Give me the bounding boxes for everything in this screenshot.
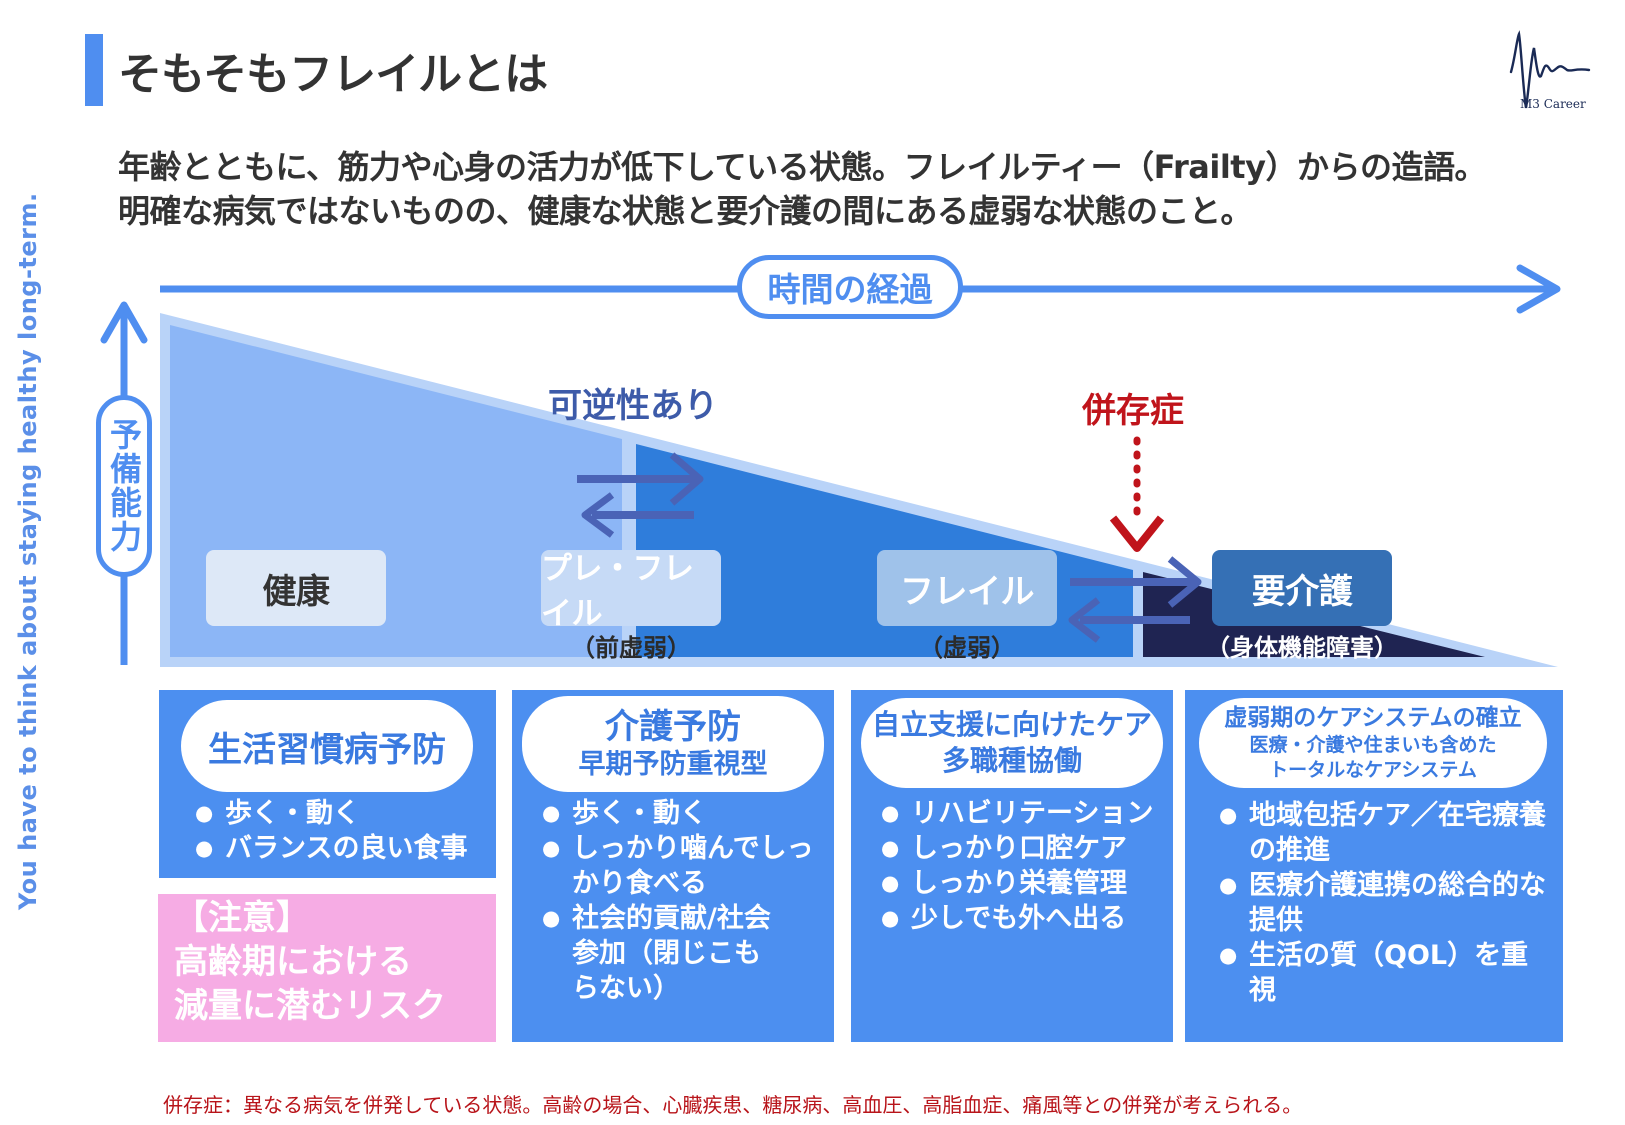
panel-independence-list: リハビリテーション しっかり口腔ケア しっかり栄養管理 少しでも外へ出る: [881, 796, 1169, 936]
caution-note-line-2: 高齢期における: [174, 942, 412, 982]
panel-independence-title: 自立支援に向けたケア: [871, 708, 1152, 741]
stage-care: 要介護: [1212, 550, 1392, 626]
panel-care-prevention-sub: 早期予防重視型: [578, 749, 768, 780]
reserve-label: 予備能力: [96, 395, 152, 577]
list-item: しっかり口腔ケア: [881, 831, 1169, 866]
footnote: 併存症：異なる病気を併発している状態。高齢の場合、心臓疾患、糖尿病、高血圧、高脂…: [163, 1093, 1303, 1117]
panel-care-prevention: 介護予防 早期予防重視型 歩く・動く しっかり噛んでしっかり食べる 社会的貢献/…: [512, 690, 834, 1042]
panel-care-prevention-list: 歩く・動く しっかり噛んでしっかり食べる 社会的貢献/社会参加（閉じこもらない）: [542, 796, 830, 1006]
time-arrow-head: [1516, 264, 1561, 314]
panel-lifestyle-list: 歩く・動く バランスの良い食事: [195, 796, 485, 866]
stage-frail-label: フレイル: [900, 571, 1035, 612]
stage-care-sub: （身体機能障害）: [1206, 634, 1398, 662]
comorbidity-label: 併存症: [1082, 391, 1184, 431]
stage-healthy: 健康: [206, 550, 386, 626]
list-item: リハビリテーション: [881, 796, 1169, 831]
intro-line-2: 明確な病気ではないものの、健康な状態と要介護の間にある虚弱な状態のこと。: [118, 192, 1253, 230]
list-item: バランスの良い食事: [195, 831, 485, 866]
time-label-text: 時間の経過: [767, 270, 933, 309]
panel-care-prevention-pill: 介護予防 早期予防重視型: [522, 696, 824, 792]
caution-note-line-3: 減量に潜むリスク: [174, 986, 446, 1026]
title-accent-bar: [85, 34, 103, 106]
intro-line-1: 年齢とともに、筋力や心身の活力が低下している状態。フレイルティー（Frailty…: [118, 148, 1486, 186]
m3-career-logo: [1509, 30, 1591, 109]
panel-lifestyle-pill: 生活習慣病予防: [181, 700, 473, 792]
stage-frail-sub: （虚弱）: [919, 634, 1015, 662]
panel-care-system: 虚弱期のケアシステムの確立 医療・介護や住まいも含めた トータルなケアシステム …: [1185, 690, 1563, 1042]
list-item: 歩く・動く: [195, 796, 485, 831]
page-title: そもそもフレイルとは: [118, 49, 548, 100]
caution-note-line-1: 【注意】: [174, 898, 310, 938]
reversible-label: 可逆性あり: [548, 386, 718, 426]
stage-pre-frail: プレ・フレイル: [541, 550, 721, 632]
panel-independence: 自立支援に向けたケア 多職種協働 リハビリテーション しっかり口腔ケア しっかり…: [851, 690, 1173, 1042]
stage-care-label: 要介護: [1251, 571, 1353, 612]
list-item: 歩く・動く: [542, 796, 830, 831]
list-item: しっかり栄養管理: [881, 866, 1169, 901]
reserve-label-text: 予備能力: [105, 418, 143, 554]
reserve-arrow-head: [100, 301, 148, 344]
panel-care-system-list: 地域包括ケア／在宅療養の推進 医療介護連携の総合的な提供 生活の質（QOL）を重…: [1219, 798, 1549, 1008]
panel-care-system-sub-1: 医療・介護や住まいも含めた: [1249, 734, 1497, 756]
list-item: 少しでも外へ出る: [881, 901, 1169, 936]
panel-care-system-title: 虚弱期のケアシステムの確立: [1224, 705, 1522, 731]
list-item: 地域包括ケア／在宅療養の推進: [1219, 798, 1549, 868]
logo-text: M3 Career: [1520, 97, 1586, 111]
panel-independence-sub: 多職種協働: [941, 744, 1082, 777]
panel-lifestyle: 生活習慣病予防 歩く・動く バランスの良い食事: [159, 690, 496, 878]
list-item: 医療介護連携の総合的な提供: [1219, 868, 1549, 938]
panel-care-prevention-title: 介護予防: [605, 707, 741, 747]
stage-healthy-label: 健康: [262, 571, 331, 612]
list-item: 社会的貢献/社会参加（閉じこもらない）: [542, 901, 772, 1006]
panel-care-system-pill: 虚弱期のケアシステムの確立 医療・介護や住まいも含めた トータルなケアシステム: [1199, 698, 1547, 788]
caution-note: 【注意】 高齢期における 減量に潜むリスク: [158, 894, 496, 1042]
stage-pre-frail-sub: （前虚弱）: [571, 634, 691, 662]
stage-frail: フレイル: [877, 550, 1057, 626]
list-item: しっかり噛んでしっかり食べる: [542, 831, 830, 901]
panel-independence-pill: 自立支援に向けたケア 多職種協働: [861, 698, 1163, 788]
list-item: 生活の質（QOL）を重視: [1219, 938, 1549, 1008]
stage-pre-frail-label: プレ・フレイル: [541, 551, 694, 632]
panel-care-system-sub-2: トータルなケアシステム: [1269, 759, 1477, 781]
panel-lifestyle-title: 生活習慣病予防: [208, 729, 446, 770]
time-label: 時間の経過: [737, 255, 963, 319]
